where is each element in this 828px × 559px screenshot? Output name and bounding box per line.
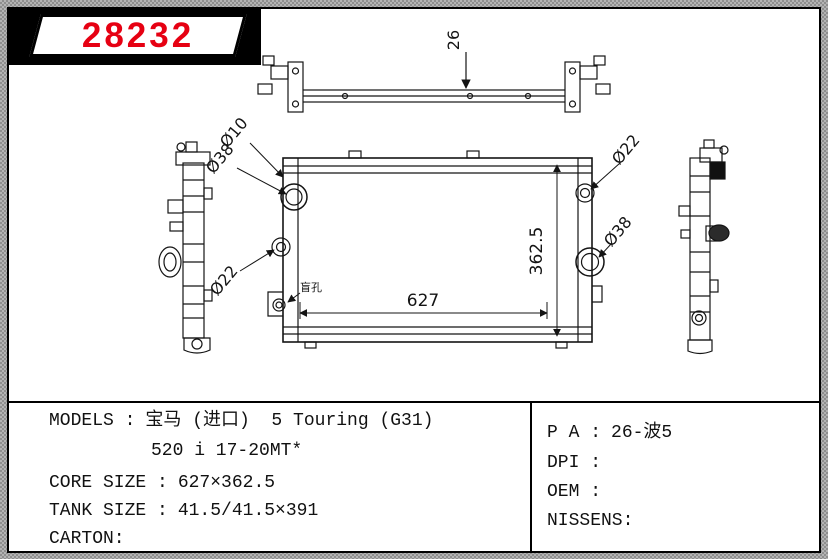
tank-size-value: 41.5/41.5×391 [177,501,319,521]
core-size-value: 627×362.5 [177,473,276,493]
core-size-label: CORE SIZE : [49,473,168,493]
oem-label: OEM : [547,482,602,502]
dia-22-right-label: Ø22 [608,131,644,168]
blind-hole-label: 盲孔 [300,280,322,294]
front-view [267,150,605,349]
oem-row: OEM : [547,482,601,504]
dpi-label: DPI : [547,453,602,473]
models-row: MODELS : 宝马 (进口) 5 Touring (G31) [49,411,433,433]
left-side-view [158,141,213,354]
models-label: MODELS : [49,411,136,431]
top-view: 26 [257,30,611,113]
models-value-line1: 宝马 (进口) 5 Touring (G31) [145,411,434,431]
dimensions: 627 362.5 [299,164,561,337]
carton-label: CARTON: [49,529,125,549]
dia-38-right-label: Ø38 [600,213,636,250]
spec-table-divider [530,403,532,551]
models-row-line2: 520 i 17-20MT* [151,441,302,463]
dpi-row: DPI : [547,453,601,475]
right-side-view [678,139,730,355]
tank-size-row: TANK SIZE : 41.5/41.5×391 [49,501,318,523]
part-number-banner: 28232 [7,7,261,65]
pa-value: 26-波5 [611,423,673,443]
models-value-line2: 520 i 17-20MT* [151,441,303,461]
core-size-row: CORE SIZE : 627×362.5 [49,473,275,495]
dim-depth-label: 26 [444,30,463,50]
pa-label: P A : [547,423,602,443]
nissens-row: NISSENS: [547,511,633,533]
dim-width-label: 627 [407,291,439,311]
dim-height-label: 362.5 [527,227,547,276]
pa-row: P A : 26-波5 [547,423,672,445]
nissens-label: NISSENS: [547,511,634,531]
tank-size-label: TANK SIZE : [49,501,168,521]
spec-table: MODELS : 宝马 (进口) 5 Touring (G31) 520 i 1… [9,401,819,551]
carton-row: CARTON: [49,529,125,551]
dia-22-left-label: Ø22 [206,262,242,299]
